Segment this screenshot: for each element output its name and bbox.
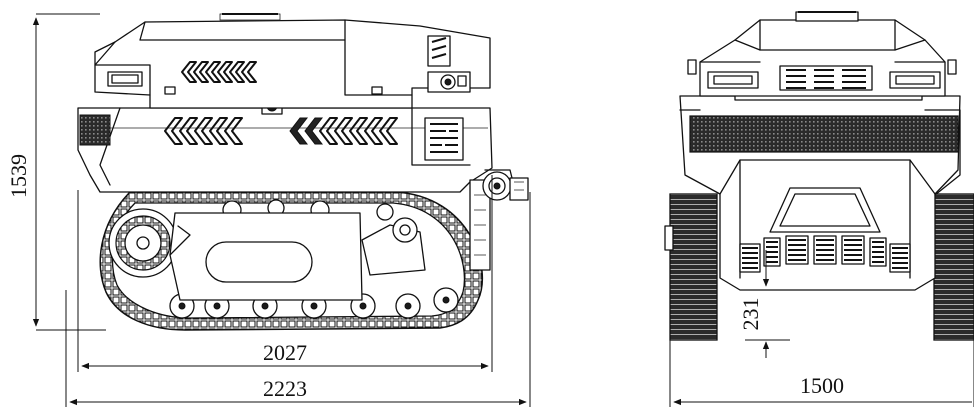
front-upper-body (687, 11, 957, 97)
side-dimension-lines (32, 13, 531, 407)
suspension-panel (169, 212, 426, 301)
front-ground-clearance-label: 231 (738, 298, 763, 331)
front-width-label: 1500 (800, 373, 844, 398)
drive-sprocket (108, 208, 178, 278)
rear-camera-mount (469, 169, 529, 271)
front-lower-hull (679, 95, 961, 291)
side-chevrons-right (289, 117, 398, 145)
side-upper-body (94, 13, 491, 109)
side-view: 1539 2027 2223 (6, 13, 531, 407)
side-height-label: 1539 (6, 154, 31, 198)
front-tracks (664, 193, 974, 341)
side-rear-vent (424, 117, 464, 161)
side-lower-hull (77, 97, 493, 193)
front-view: 1500 231 (664, 11, 974, 407)
side-top-chevrons (181, 61, 257, 83)
front-dimension-lines (669, 250, 974, 407)
front-lower-vents (739, 235, 911, 273)
side-track-length-label: 2027 (263, 340, 307, 365)
side-chevrons-left (164, 117, 243, 145)
side-overall-length-label: 2223 (263, 376, 307, 401)
